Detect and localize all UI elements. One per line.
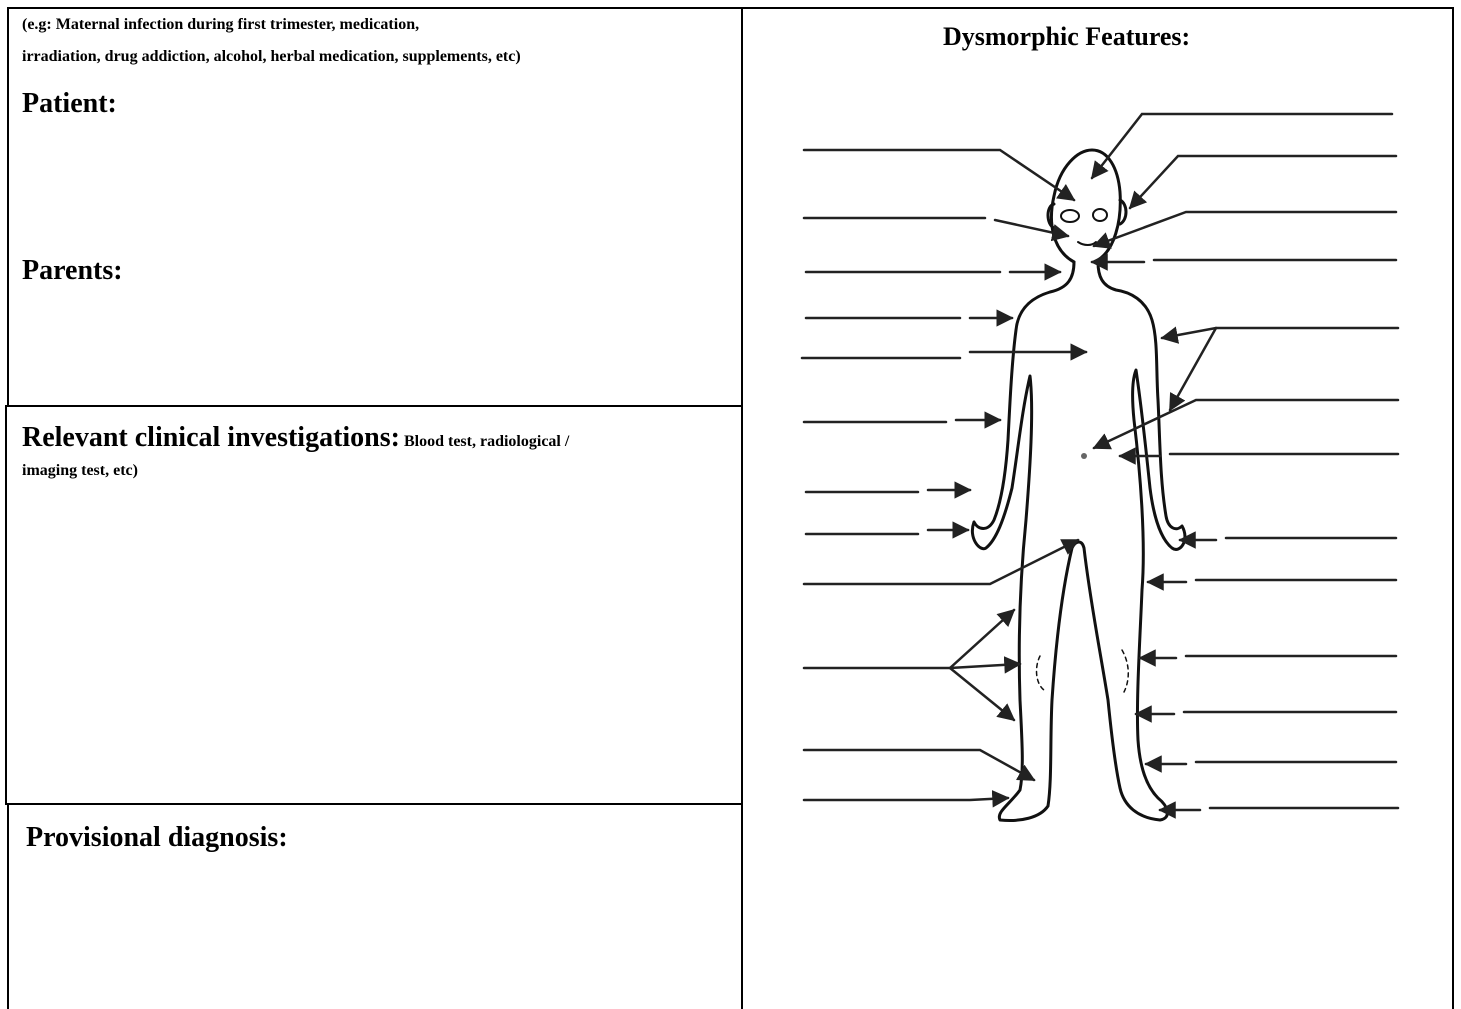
- leader-lines: [802, 114, 1398, 810]
- body-outline: [972, 150, 1185, 820]
